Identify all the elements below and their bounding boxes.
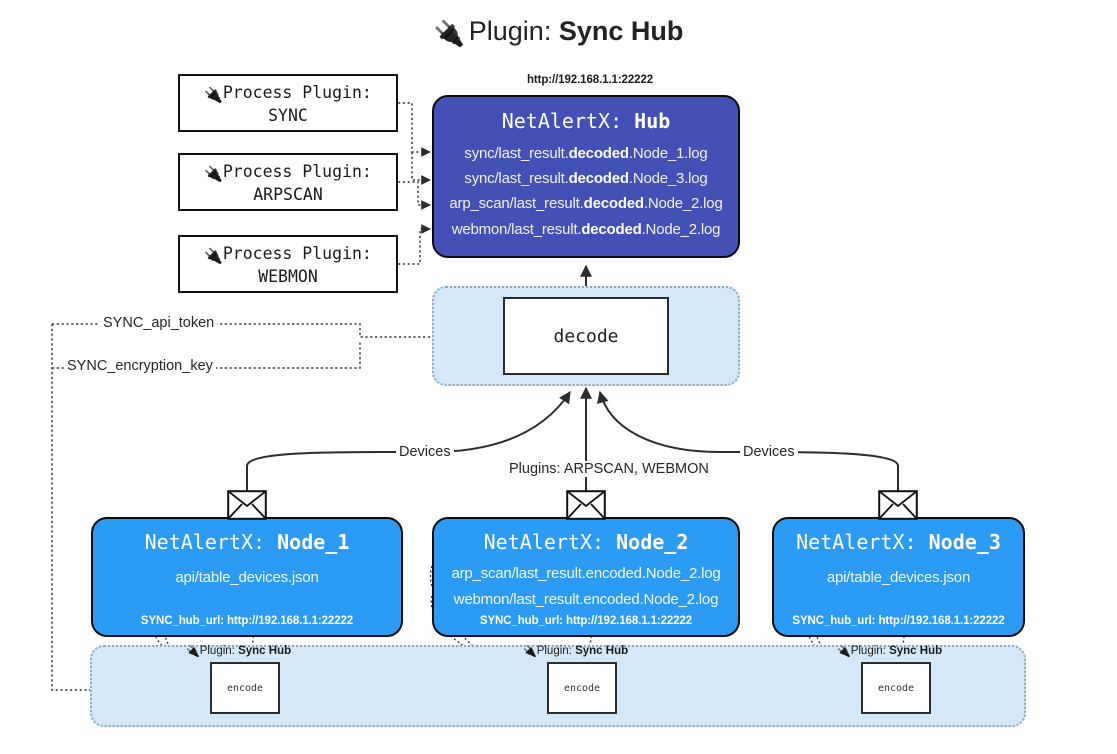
process-plugin-arpscan-row1: 🔌Process Plugin:: [204, 162, 372, 183]
page-title-prefix: Plugin:: [468, 16, 552, 46]
envelope-icon: [878, 490, 918, 520]
hub-title: NetAlertX: Hub: [501, 109, 671, 133]
process-plugin-sync-row1: 🔌Process Plugin:: [204, 83, 372, 104]
hub-log-4: webmon/last_result.decoded.Node_2.log: [451, 220, 721, 238]
node-2-line-1: arp_scan/last_result.encoded.Node_2.log: [451, 565, 721, 582]
page-title-name: Sync Hub: [558, 16, 684, 46]
process-plugin-sync-row2: SYNC: [268, 106, 308, 126]
encode-box-1[interactable]: encode: [210, 662, 280, 714]
node-2-line-list: arp_scan/last_result.encoded.Node_2.log …: [434, 561, 738, 612]
label-sync-encryption-key: SYNC_encryption_key: [64, 358, 216, 374]
node-2-hub-url: SYNC_hub_url: http://192.168.1.1:22222: [479, 615, 693, 627]
plug-icon: 🔌: [837, 646, 851, 658]
node-2-title: NetAlertX: Node_2: [483, 530, 689, 554]
encode-box-3[interactable]: encode: [861, 662, 931, 714]
node-3-line-list: api/table_devices.json: [774, 565, 1023, 591]
node-3-title: NetAlertX: Node_3: [796, 530, 1001, 554]
plug-icon: 🔌: [204, 247, 223, 265]
label-devices-right: Devices: [740, 444, 798, 460]
label-devices-left: Devices: [396, 444, 454, 460]
node-2[interactable]: NetAlertX: Node_2 arp_scan/last_result.e…: [432, 517, 740, 637]
plug-icon: 🔌: [186, 646, 200, 658]
plug-icon: 🔌: [204, 86, 223, 104]
encode-box-2[interactable]: encode: [547, 662, 617, 714]
node-3-hub-url: SYNC_hub_url: http://192.168.1.1:22222: [792, 615, 1005, 627]
hub-log-list: sync/last_result.decoded.Node_1.log sync…: [434, 141, 738, 242]
node-3-line-1: api/table_devices.json: [826, 569, 971, 586]
process-plugin-sync[interactable]: 🔌Process Plugin: SYNC: [178, 74, 398, 132]
process-plugin-webmon-row1: 🔌Process Plugin:: [204, 244, 372, 265]
hub-log-2: sync/last_result.decoded.Node_3.log: [464, 170, 708, 188]
plug-icon: 🔌: [204, 165, 223, 183]
node-2-line-2: webmon/last_result.encoded.Node_2.log: [453, 590, 719, 608]
envelope-icon: [566, 490, 606, 520]
encode-plugin-label-3: 🔌Plugin: Sync Hub: [837, 645, 943, 658]
page-title: 🔌Plugin: Sync Hub: [0, 16, 1117, 49]
process-plugin-webmon[interactable]: 🔌Process Plugin: WEBMON: [178, 235, 398, 293]
hub-node[interactable]: NetAlertX: Hub sync/last_result.decoded.…: [432, 95, 740, 258]
node-1-line-1: api/table_devices.json: [175, 569, 319, 586]
node-3[interactable]: NetAlertX: Node_3 api/table_devices.json…: [772, 517, 1025, 637]
node-1-line-list: api/table_devices.json: [93, 565, 401, 591]
label-sync-api-token: SYNC_api_token: [100, 315, 218, 331]
node-1-title: NetAlertX: Node_1: [144, 530, 350, 554]
envelope-icon: [227, 490, 267, 520]
decode-box[interactable]: decode: [503, 297, 669, 375]
node-1[interactable]: NetAlertX: Node_1 api/table_devices.json…: [91, 517, 403, 637]
process-plugin-arpscan-row2: ARPSCAN: [253, 185, 323, 205]
encode-plugin-label-2: 🔌Plugin: Sync Hub: [523, 645, 629, 658]
hub-log-3: arp_scan/last_result.decoded.Node_2.log: [449, 195, 723, 213]
process-plugin-arpscan[interactable]: 🔌Process Plugin: ARPSCAN: [178, 153, 398, 211]
plug-icon: 🔌: [433, 20, 465, 48]
hub-url-label: http://192.168.1.1:22222: [526, 74, 654, 86]
process-plugin-webmon-row2: WEBMON: [258, 267, 318, 287]
hub-log-1: sync/last_result.decoded.Node_1.log: [464, 145, 708, 162]
node-1-hub-url: SYNC_hub_url: http://192.168.1.1:22222: [140, 615, 354, 627]
plug-icon: 🔌: [523, 646, 537, 658]
label-plugins-center: Plugins: ARPSCAN, WEBMON: [506, 461, 712, 477]
encode-plugin-label-1: 🔌Plugin: Sync Hub: [186, 645, 292, 658]
